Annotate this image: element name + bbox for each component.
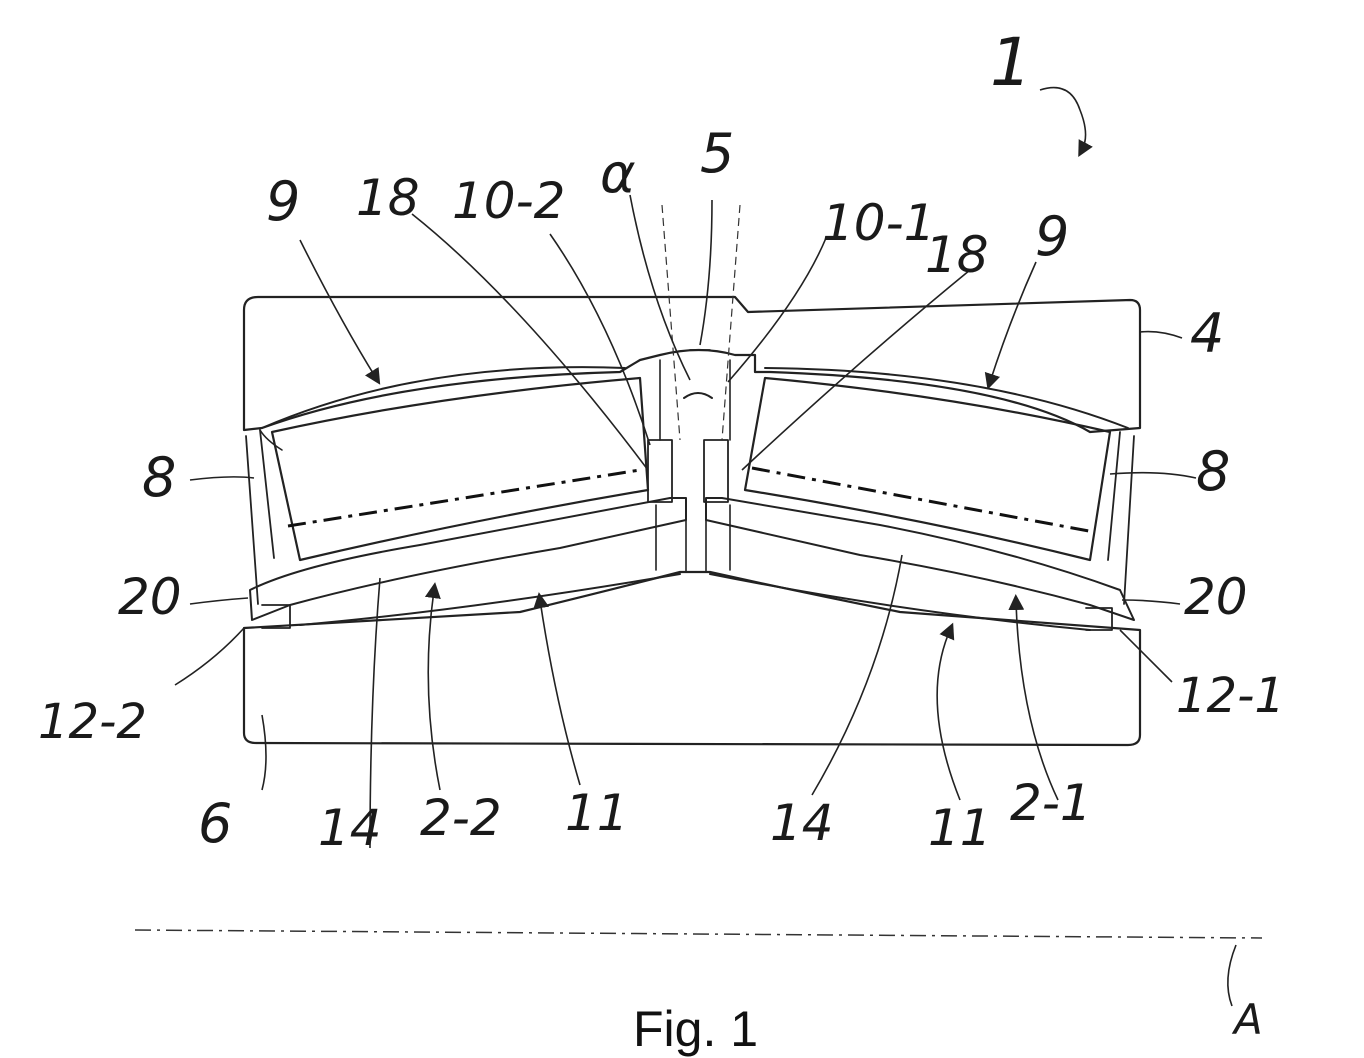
right-roller bbox=[745, 378, 1110, 560]
label-two-two: 2-2 bbox=[420, 789, 502, 847]
label-nine-right: 9 bbox=[1035, 205, 1069, 268]
center-guide-ring bbox=[648, 360, 730, 572]
label-four: 4 bbox=[1190, 302, 1224, 365]
label-eleven-left: 11 bbox=[565, 784, 629, 842]
label-eleven-right: 11 bbox=[928, 799, 992, 857]
label-alpha: α bbox=[600, 142, 636, 205]
label-twenty-left: 20 bbox=[118, 568, 182, 626]
label-assembly: 1 bbox=[990, 24, 1032, 101]
reference-labels: 1 α 5 9 9 18 18 10-2 10-1 4 8 8 20 20 12… bbox=[38, 24, 1285, 1044]
label-fourteen-left: 14 bbox=[318, 799, 382, 857]
label-five: 5 bbox=[700, 122, 734, 185]
right-cage bbox=[706, 432, 1134, 620]
label-ten-two: 10-2 bbox=[452, 172, 565, 230]
label-ten-one: 10-1 bbox=[822, 194, 935, 252]
label-six: 6 bbox=[198, 792, 232, 855]
label-nine-left: 9 bbox=[266, 170, 300, 233]
left-roller bbox=[272, 378, 648, 560]
label-twelve-one: 12-1 bbox=[1176, 668, 1285, 724]
label-axis: A bbox=[1231, 995, 1263, 1044]
label-eight-left: 8 bbox=[142, 446, 176, 509]
left-cage bbox=[246, 430, 686, 620]
label-eighteen-left: 18 bbox=[356, 169, 420, 227]
label-fourteen-right: 14 bbox=[770, 794, 834, 852]
figure-caption: Fig. 1 bbox=[633, 1001, 758, 1057]
label-twenty-right: 20 bbox=[1184, 568, 1248, 626]
label-two-one: 2-1 bbox=[1010, 774, 1092, 832]
label-eight-right: 8 bbox=[1196, 440, 1230, 503]
center-axis-lines bbox=[662, 205, 740, 440]
rotation-axis-line bbox=[135, 930, 1262, 938]
label-twelve-two: 12-2 bbox=[38, 694, 147, 750]
